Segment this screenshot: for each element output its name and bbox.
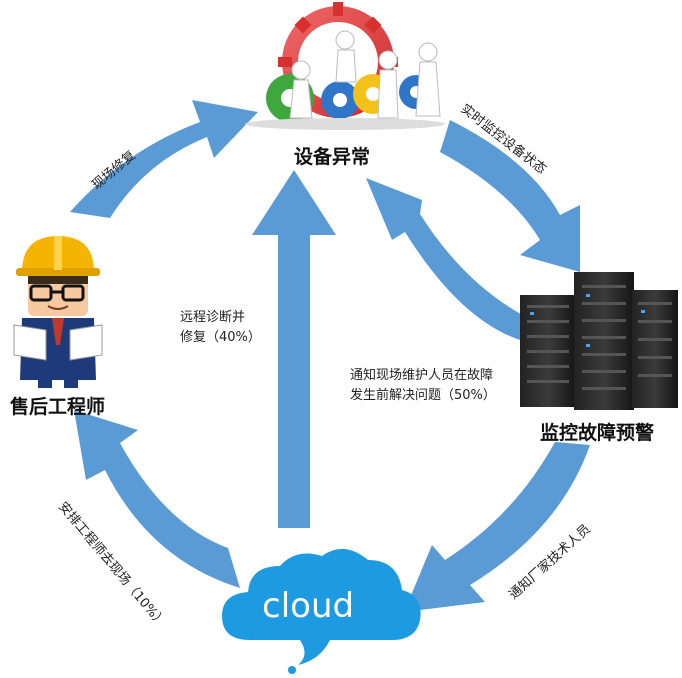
node-label-monitor-warning: 监控故障预警 xyxy=(540,422,655,444)
edge-label-remote-line2: 修复（40%） xyxy=(180,330,261,346)
arrow-cloud-to-engineer xyxy=(74,410,240,588)
edge-label-remote-repair: 远程诊断并 修复（40%） xyxy=(180,308,261,348)
edge-label-notify-onsite: 通知现场维护人员在故障 发生前解决问题（50%） xyxy=(350,366,496,406)
arrow-monitor-to-cloud xyxy=(404,442,590,612)
node-label-after-sales-engineer: 售后工程师 xyxy=(10,396,106,418)
arrow-engineer-to-abnormal xyxy=(70,100,258,218)
edge-label-remote-line1: 远程诊断并 xyxy=(180,310,246,325)
arrow-monitor-to-abnormal xyxy=(366,178,528,340)
gears-people-icon xyxy=(245,2,445,130)
edge-label-notify-line1: 通知现场维护人员在故障 xyxy=(350,368,494,383)
cloud-icon xyxy=(222,548,421,674)
node-label-cloud: cloud xyxy=(262,586,355,626)
arrow-cloud-to-abnormal xyxy=(252,170,336,528)
arrow-abnormal-to-monitor xyxy=(440,120,580,272)
node-label-equipment-abnormal: 设备异常 xyxy=(294,146,371,168)
engineer-hardhat-icon xyxy=(13,236,103,388)
edge-label-notify-line2: 发生前解决问题（50%） xyxy=(350,388,496,404)
server-rack-icon xyxy=(520,272,678,410)
